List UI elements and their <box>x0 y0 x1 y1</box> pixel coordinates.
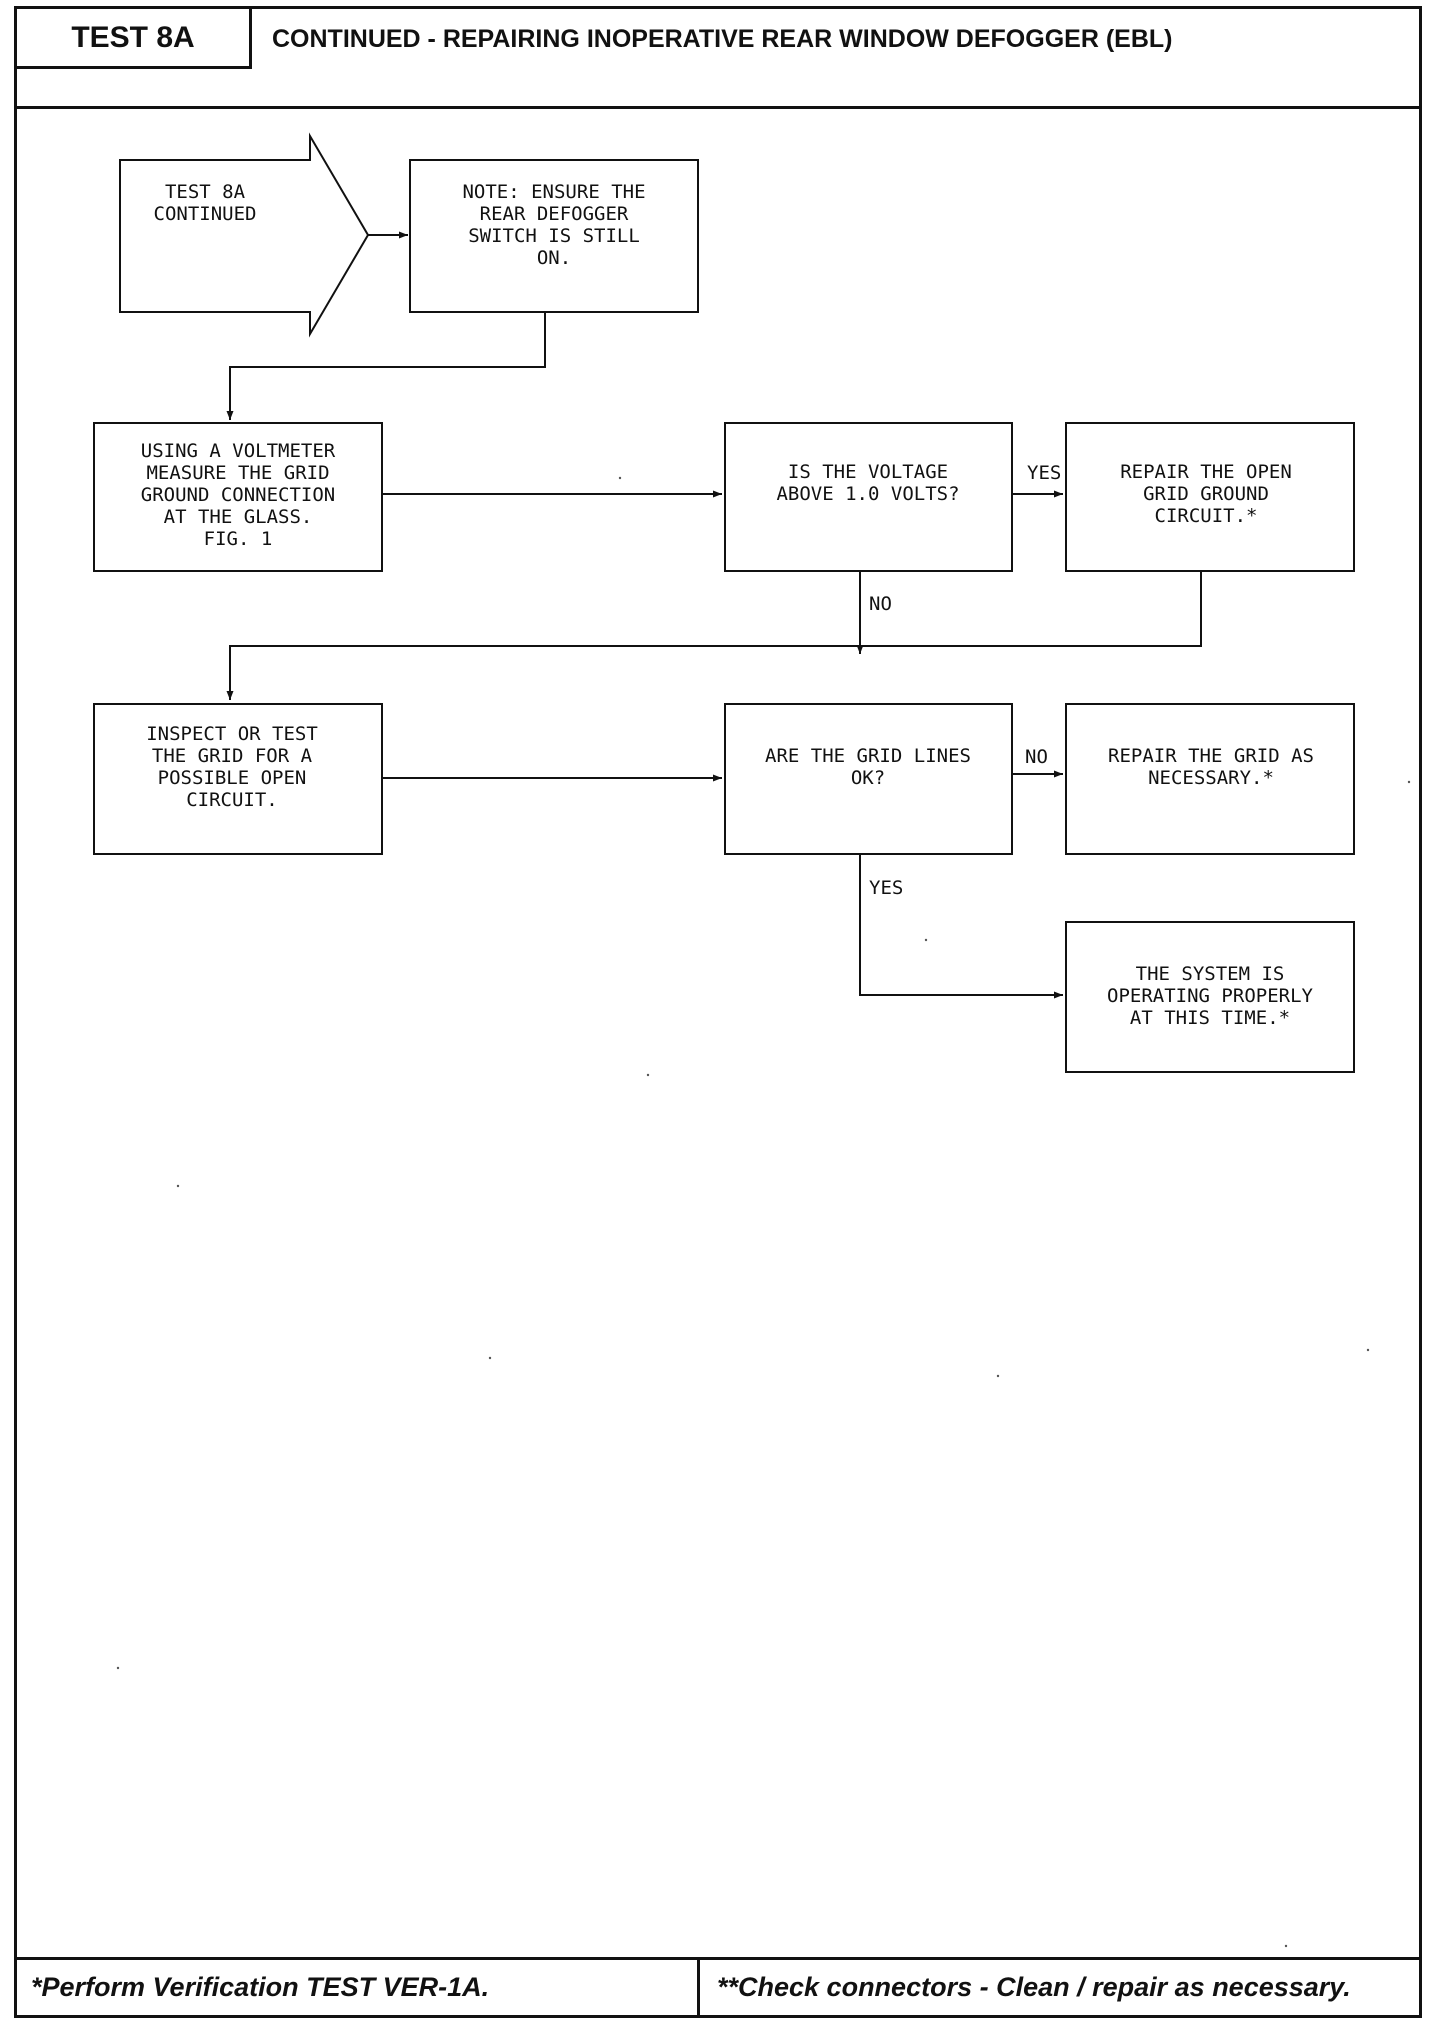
node-text-line: CIRCUIT. <box>186 789 278 811</box>
node-text-line: FIG. 1 <box>204 528 273 550</box>
node-text-line: AT THIS TIME.* <box>1130 1007 1290 1029</box>
system-ok-box <box>1065 921 1355 1073</box>
node-text-line: SWITCH IS STILL <box>468 225 640 247</box>
start-arrow-shape <box>119 132 370 338</box>
node-text-line: NECESSARY.* <box>1148 767 1274 789</box>
footer: *Perform Verification TEST VER-1A. **Che… <box>17 1957 1419 2015</box>
footer-divider <box>697 1960 700 2015</box>
flow-connectors <box>226 231 1202 999</box>
node-text-line: INSPECT OR TEST <box>146 723 318 745</box>
label-grid-no: NO <box>1025 746 1048 768</box>
node-text-line: GROUND CONNECTION <box>141 484 335 506</box>
connector-repair-ground-return <box>860 571 1202 647</box>
node-text-line: OPERATING PROPERLY <box>1107 985 1313 1007</box>
test-number-tab: TEST 8A <box>17 9 252 69</box>
node-text-line: ARE THE GRID LINES <box>765 745 971 767</box>
node-text-line: REPAIR THE OPEN <box>1120 461 1292 483</box>
grid-lines-check-box <box>724 703 1013 855</box>
scan-specks <box>116 476 1411 1948</box>
repair-ground-box <box>1065 422 1355 572</box>
label-grid-yes: YES <box>869 877 903 899</box>
header: TEST 8A CONTINUED - REPAIRING INOPERATIV… <box>17 9 1419 109</box>
page-title: CONTINUED - REPAIRING INOPERATIVE REAR W… <box>272 24 1173 53</box>
node-text-line: CONTINUED <box>154 203 257 225</box>
label-voltage-no: NO <box>869 593 892 615</box>
node-text-line: USING A VOLTMETER <box>141 440 336 462</box>
node-text-line: OK? <box>851 767 885 789</box>
node-text-line: TEST 8A <box>165 181 246 203</box>
voltage-check-box <box>724 422 1013 572</box>
node-text-line: IS THE VOLTAGE <box>788 461 948 483</box>
footer-verification-note: *Perform Verification TEST VER-1A. <box>31 1972 490 2002</box>
node-text-line: REPAIR THE GRID AS <box>1108 745 1314 767</box>
node-text-line: ABOVE 1.0 VOLTS? <box>776 483 959 505</box>
node-text-line: AT THE GLASS. <box>164 506 313 528</box>
footer-connector-note: **Check connectors - Clean / repair as n… <box>717 1972 1351 2002</box>
node-text-line: POSSIBLE OPEN <box>158 767 307 789</box>
node-text-line: THE GRID FOR A <box>152 745 313 767</box>
connector-to-inspect-grid <box>226 645 860 700</box>
node-text-line: ON. <box>537 247 571 269</box>
node-text-line: NOTE: ENSURE THE <box>462 181 645 203</box>
repair-grid-box <box>1065 703 1355 855</box>
connector-grid-yes <box>859 853 1063 999</box>
node-text-line: CIRCUIT.* <box>1155 505 1258 527</box>
node-text-line: THE SYSTEM IS <box>1136 963 1285 985</box>
node-text-line: REAR DEFOGGER <box>480 203 629 225</box>
connector-note-to-voltmeter <box>226 312 546 420</box>
node-text-line: GRID GROUND <box>1143 483 1269 505</box>
note-box <box>409 159 699 313</box>
node-text-line: MEASURE THE GRID <box>146 462 329 484</box>
diagnostic-sheet: TEST 8A CONTINUED - REPAIRING INOPERATIV… <box>14 6 1422 2018</box>
voltmeter-box <box>93 422 383 572</box>
label-voltage-yes: YES <box>1027 462 1061 484</box>
inspect-grid-box <box>93 703 383 855</box>
